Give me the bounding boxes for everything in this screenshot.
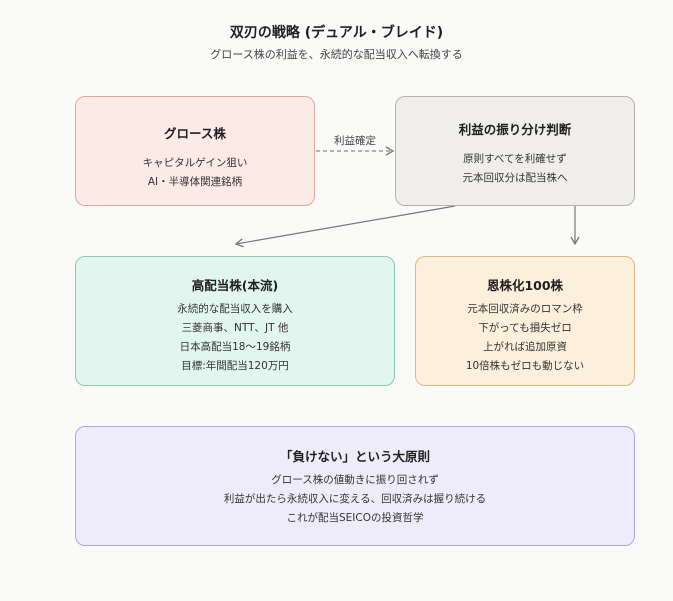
node-heading: 恩株化100株 <box>486 278 564 293</box>
node-high-dividend: 高配当株(本流) 永続的な配当収入を購入 三菱商事、NTT、JT 他 日本高配当… <box>75 256 395 386</box>
node-line: 目標:年間配当120万円 <box>181 360 289 372</box>
node-heading: 利益の振り分け判断 <box>458 122 572 137</box>
node-line: 日本高配当18〜19銘柄 <box>179 341 291 353</box>
node-line: 三菱商事、NTT、JT 他 <box>181 322 289 334</box>
node-line: これが配当SEICOの投資哲学 <box>286 512 424 524</box>
node-line: 永続的な配当収入を購入 <box>177 303 293 315</box>
node-line: 下がっても損失ゼロ <box>478 322 572 334</box>
node-heading: グロース株 <box>164 126 226 141</box>
node-line: 原則すべてを利確せず <box>463 153 567 165</box>
node-line: 上がれば追加原資 <box>483 341 567 353</box>
node-line: キャピタルゲイン狙い <box>142 157 248 169</box>
node-line: 元本回収済みのロマン枠 <box>467 303 583 315</box>
node-core-principle: 「負けない」という大原則 グロース株の値動きに振り回されず 利益が出たら永続収入… <box>75 426 635 546</box>
node-heading: 高配当株(本流) <box>191 278 279 293</box>
node-line: 元本回収分は配当株へ <box>462 172 568 184</box>
diagram-title: 双刃の戦略 (デュアル・ブレイド) <box>229 25 444 41</box>
node-line: AI・半導体関連銘柄 <box>147 176 243 188</box>
node-profit-allocation: 利益の振り分け判断 原則すべてを利確せず 元本回収分は配当株へ <box>395 96 635 206</box>
node-heading: 「負けない」という大原則 <box>279 449 430 464</box>
edge-label-profit-taking: 利益確定 <box>334 135 376 147</box>
node-growth-stock: グロース株 キャピタルゲイン狙い AI・半導体関連銘柄 <box>75 96 315 206</box>
node-onkabu: 恩株化100株 元本回収済みのロマン枠 下がっても損失ゼロ 上がれば追加原資 1… <box>415 256 635 386</box>
node-line: 10倍株もゼロも動じない <box>465 360 585 372</box>
arrow-judge-to-dividend <box>234 205 456 248</box>
node-line: グロース株の値動きに振り回されず <box>271 474 439 486</box>
node-line: 利益が出たら永続収入に変える、回収済みは握り続ける <box>223 493 487 505</box>
diagram-subtitle: グロース株の利益を、永続的な配当収入へ転換する <box>210 48 463 61</box>
